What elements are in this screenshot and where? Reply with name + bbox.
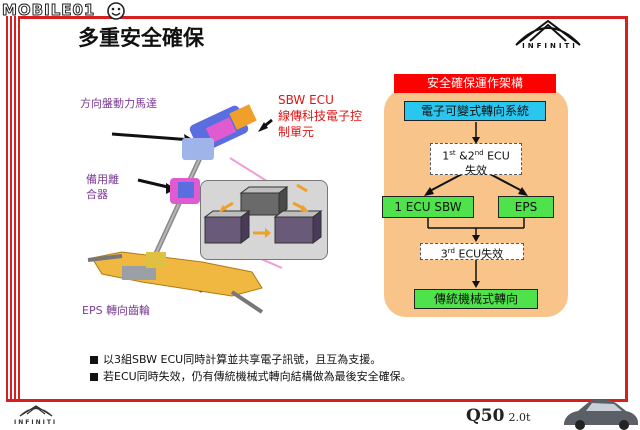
fail2-suffix: ECU失效	[455, 247, 504, 261]
fail1-sup1: st	[449, 149, 456, 157]
label-eps-gear: EPS 轉向齒輪	[82, 304, 151, 317]
fail1-prefix: 1	[442, 149, 450, 163]
diagram-title: 安全確保運作架構	[394, 74, 556, 93]
box-ecu-fail-1: 1st &2nd ECU 失效	[430, 143, 522, 177]
model-variant: 2.0t	[508, 411, 531, 424]
slide-title: 多重安全確保	[78, 26, 204, 50]
box-ecu-fail-3: 3rd ECU失效	[420, 243, 524, 261]
watermark-text: MOBILE01	[1, 1, 96, 20]
fail1-mid: &2	[455, 149, 475, 163]
fail1-line2: 失效	[465, 163, 487, 177]
box-mechanical-steering: 傳統機械式轉向	[414, 289, 538, 309]
bullet-list: 以3組SBW ECU同時計算並共享電子訊號，且互為支援。 若ECU同時失效，仍有…	[90, 351, 412, 385]
bullet-item: 以3組SBW ECU同時計算並共享電子訊號，且互為支援。	[90, 351, 412, 368]
smiley-icon	[107, 2, 125, 20]
brand-name-bottom: INFINITI	[14, 419, 58, 426]
bullet-item: 若ECU同時失效，仍有傳統機械式轉向結構做為最後安全確保。	[90, 368, 412, 385]
fail1-suffix: ECU	[483, 149, 510, 163]
infiniti-logo-small-icon	[19, 405, 53, 417]
box-1-ecu-sbw: 1 ECU SBW	[382, 196, 474, 218]
model-name: Q50	[466, 406, 505, 426]
mobile01-watermark: MOBILE01	[1, 1, 132, 21]
fail2-prefix: 3	[440, 247, 448, 261]
label-sbw-ecu-line3: 制單元	[278, 125, 315, 139]
label-backup-clutch-line1: 備用離	[86, 173, 119, 186]
frame-left-stripe	[6, 16, 20, 402]
car-icon	[564, 399, 638, 430]
ecu-blocks-icon	[203, 183, 323, 244]
brand-name-top: INFINITI	[522, 42, 578, 50]
frame-right-border	[625, 16, 628, 402]
label-backup-clutch-line2: 合器	[86, 188, 108, 201]
box-eps: EPS	[498, 196, 554, 218]
bullet-text: 以3組SBW ECU同時計算並共享電子訊號，且互為支援。	[103, 353, 382, 366]
label-steering-motor: 方向盤動力馬達	[80, 97, 157, 110]
bullet-square-icon	[90, 372, 98, 381]
infiniti-logo-icon	[515, 19, 581, 46]
frame-bottom-border	[6, 399, 628, 402]
steering-system-illustration	[87, 104, 283, 314]
frame-top-border	[6, 16, 628, 19]
fail2-sup: rd	[447, 247, 455, 255]
box-electronic-steering: 電子可變式轉向系統	[404, 101, 546, 121]
label-sbw-ecu-line2: 線傳科技電子控	[278, 109, 363, 123]
label-sbw-ecu-line1: SBW ECU	[278, 93, 334, 107]
fail1-sup2: nd	[474, 149, 484, 157]
ecu-inset-panel	[200, 180, 328, 260]
diagram-arrows	[424, 122, 528, 288]
bullet-text: 若ECU同時失效，仍有傳統機械式轉向結構做為最後安全確保。	[103, 370, 412, 383]
bullet-square-icon	[90, 355, 98, 364]
